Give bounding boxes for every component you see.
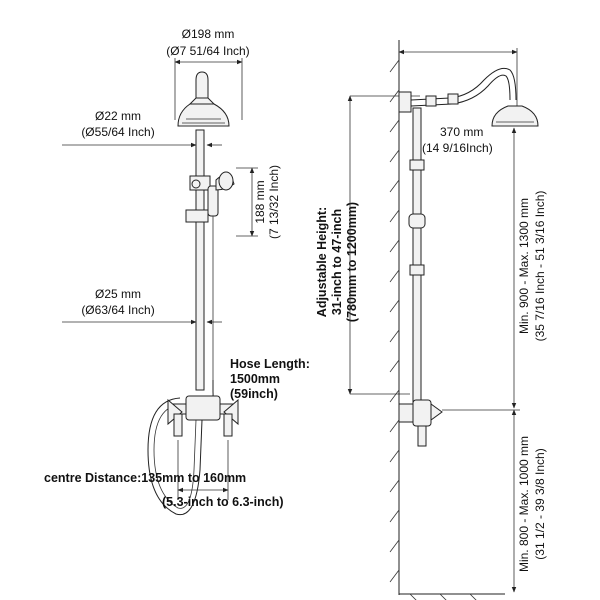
valve-height-inch-label: (31 1/2 - 39 3/8 Inch) [533, 448, 547, 559]
hose-length-mm-label: 1500mm [230, 372, 280, 386]
shower-head-side [491, 105, 539, 127]
head-diameter-label: Ø198 mm [182, 27, 235, 41]
hose-length-label: Hose Length: [230, 357, 310, 371]
hose-length-inch-label: (59inch) [230, 387, 278, 401]
valve-side [398, 399, 443, 447]
head-height-inch-label: (35 7/16 Inch - 51 3/16 Inch) [533, 191, 547, 342]
handshower-height-label: 188 mm [253, 180, 267, 223]
mixer-valve [167, 395, 239, 437]
adjustable-height-label: Adjustable Height: [315, 207, 329, 317]
riser-side [408, 107, 426, 409]
arm-length-inch-label: (14 9/16Inch) [422, 141, 493, 155]
front-view: Ø198 mm (Ø7 51/64 Inch) Ø22 mm (Ø55/64 I… [44, 27, 310, 516]
adjustable-height-callout: Adjustable Height: 31-inch to 47-inch (7… [315, 95, 420, 395]
handshower-height-inch-label: (7 13/32 Inch) [267, 165, 281, 239]
hose-loop [147, 397, 203, 516]
valve-height-label: Min. 800 - Max. 1000 mm [517, 436, 531, 572]
shower-head [177, 71, 230, 127]
riser-pipe [185, 129, 211, 391]
riser-top-diameter-label: Ø22 mm [95, 109, 141, 123]
centre-distance-inch-label: (5.3-inch to 6.3-inch) [162, 495, 284, 509]
head-height-label: Min. 900 - Max. 1300 mm [517, 198, 531, 334]
shower-arm [398, 67, 517, 113]
riser-top-diameter-inch-label: (Ø55/64 Inch) [81, 125, 154, 139]
centre-distance-label: centre Distance:135mm to 160mm [44, 471, 246, 485]
riser-bottom-diameter-inch-label: (Ø63/64 Inch) [81, 303, 154, 317]
head-diameter-inch-label: (Ø7 51/64 Inch) [166, 44, 249, 58]
adjustable-height-mm-label: (780mm to 1200mm) [345, 202, 359, 322]
adjustable-height-inch-label: 31-inch to 47-inch [330, 209, 344, 315]
arm-length-label: 370 mm [440, 125, 483, 139]
wall-hatching [389, 59, 477, 600]
riser-bottom-diameter-label: Ø25 mm [95, 287, 141, 301]
side-view: 370 mm (14 9/16Inch) Min. 900 - Max. 130… [389, 40, 547, 600]
handshower [207, 171, 235, 380]
